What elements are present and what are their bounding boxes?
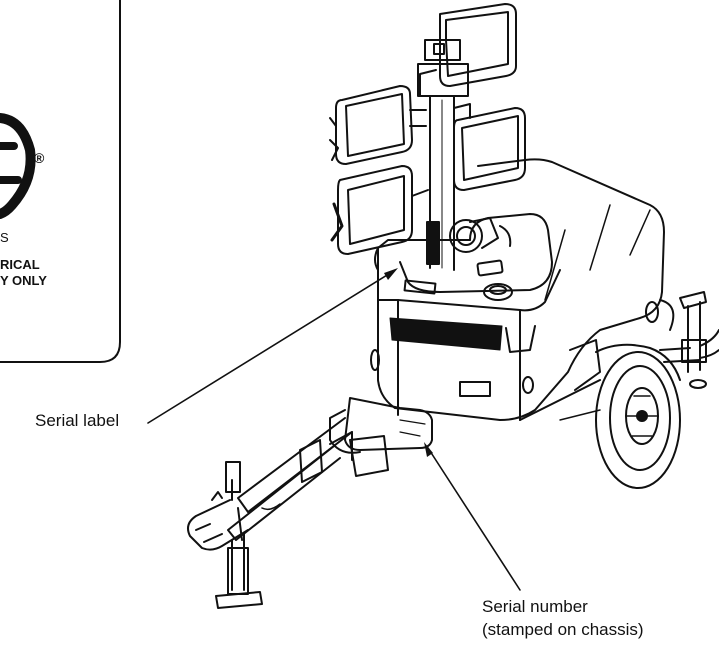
lamp-upper-left xyxy=(329,85,427,165)
wheel xyxy=(595,343,681,489)
enclosure-band xyxy=(389,317,503,351)
rear-jack xyxy=(659,291,719,389)
coupler xyxy=(187,499,249,551)
cert-logo xyxy=(0,113,36,219)
drawbar xyxy=(237,417,353,513)
serial-label-leader xyxy=(147,271,393,424)
fuel-cap xyxy=(483,283,513,301)
serial-number-callout: Serial number xyxy=(482,597,588,616)
lamp-mid-right xyxy=(453,103,526,191)
cert-text-line3: Y ONLY xyxy=(0,273,47,288)
cert-text-line1: S xyxy=(0,230,9,245)
serial-number-arrowhead xyxy=(424,442,433,457)
serial-number-callout-note: (stamped on chassis) xyxy=(482,620,644,639)
lamp-lower-left xyxy=(330,165,429,255)
serial-number-leader xyxy=(427,447,521,591)
lamp-top-right xyxy=(419,3,517,97)
winch xyxy=(449,219,483,253)
serial-label-arrowhead xyxy=(384,268,398,280)
cert-text-line2: RICAL xyxy=(0,257,40,272)
chassis-frame xyxy=(344,397,433,451)
cert-registered-mark: ® xyxy=(34,150,45,166)
serial-label-callout: Serial label xyxy=(35,411,120,430)
cert-panel-border xyxy=(0,0,121,363)
front-jack xyxy=(231,533,245,591)
